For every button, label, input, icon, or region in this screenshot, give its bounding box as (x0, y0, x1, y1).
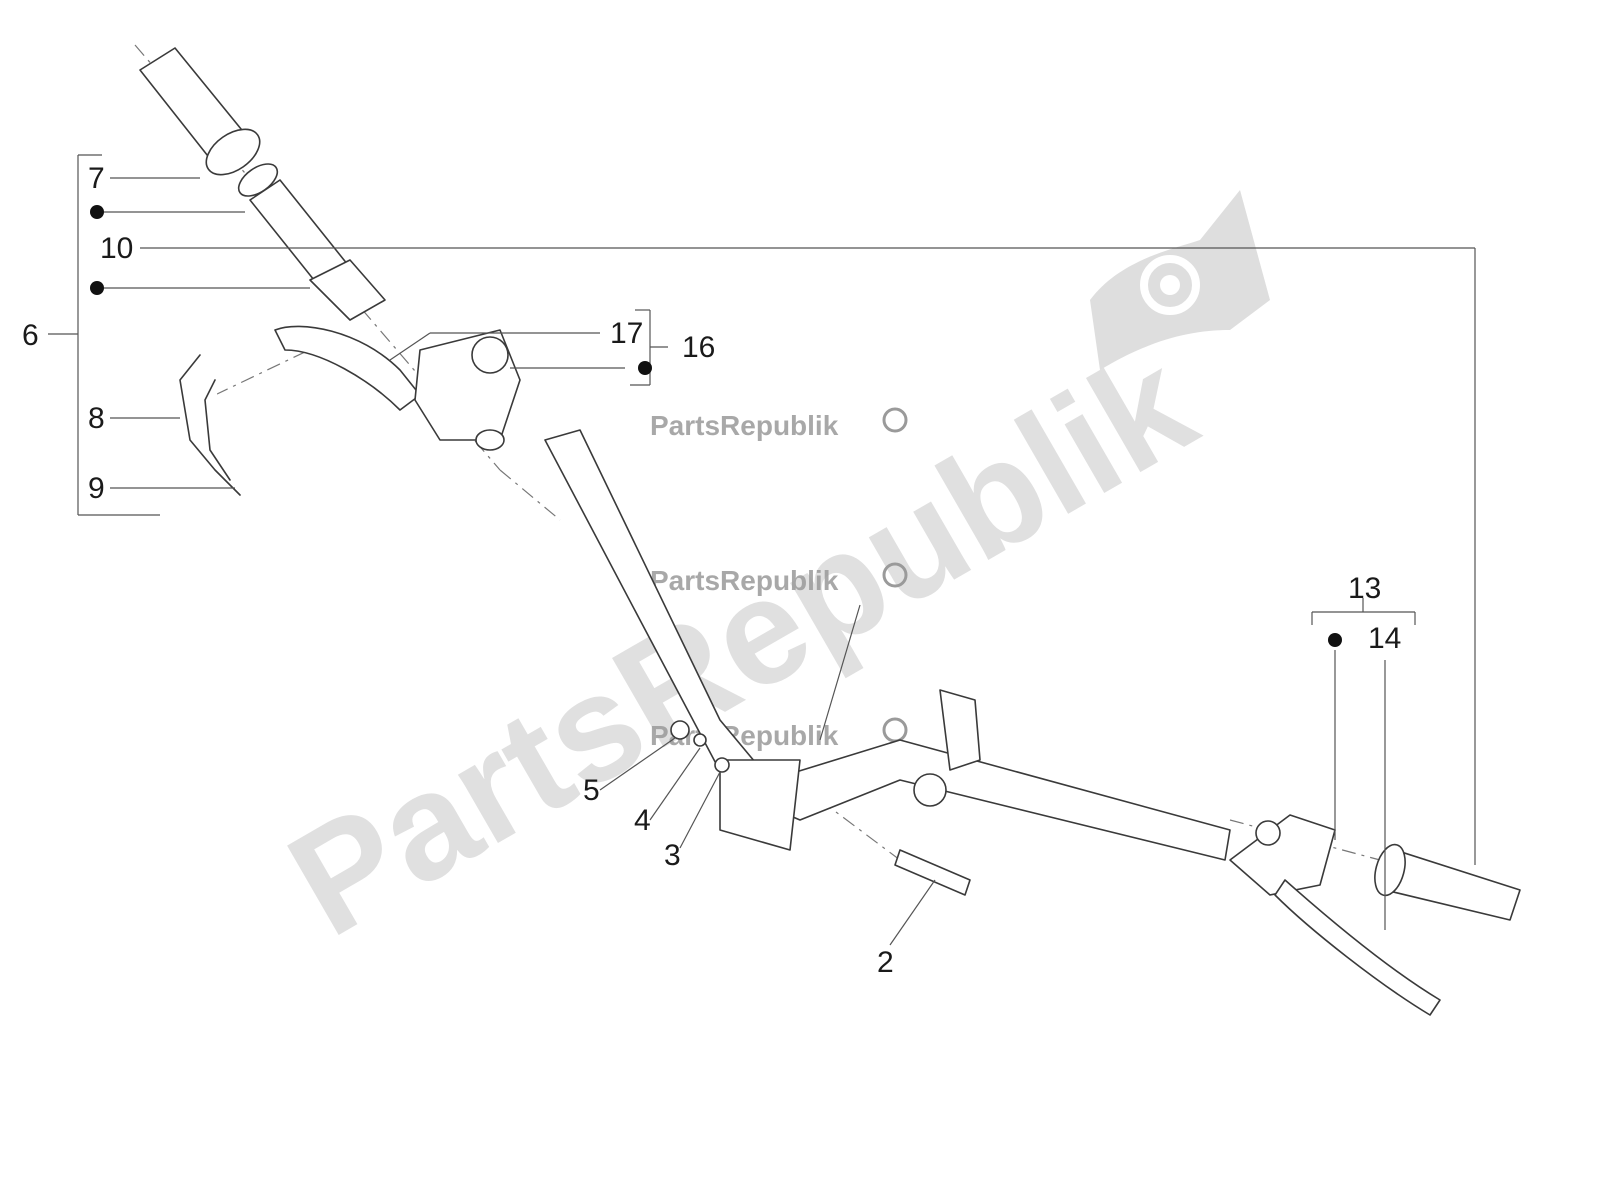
callout-5: 5 (583, 774, 600, 807)
callout-13: 13 (1348, 572, 1381, 605)
callout-16: 16 (682, 331, 715, 364)
gear-icon-1 (882, 407, 908, 433)
watermark-small-1: PartsRepublik (650, 410, 839, 441)
callout-4: 4 (634, 804, 651, 837)
gear-icon-2 (882, 562, 908, 588)
brake-master-cylinder (274, 325, 521, 451)
callout-6: 6 (22, 319, 39, 352)
callout-17: 17 (610, 317, 643, 350)
callout-labels: 7 10 6 8 9 17 16 5 4 3 2 13 14 (22, 162, 1401, 979)
bullet-dot (638, 361, 652, 375)
watermark: PartsRepublik PartsRepublik PartsRepubli… (262, 190, 1270, 968)
small-parts (670, 720, 971, 896)
callout-7: 7 (88, 162, 105, 195)
callout-2: 2 (877, 946, 894, 979)
gear-icon-3 (882, 717, 908, 743)
left-grip (139, 47, 279, 197)
callout-3: 3 (664, 839, 681, 872)
throttle-tube (249, 179, 386, 321)
callout-9: 9 (88, 472, 105, 505)
right-grip (1374, 843, 1521, 921)
watermark-flag-gear-icon (1090, 190, 1270, 370)
brake-hose (179, 354, 241, 496)
callout-8: 8 (88, 402, 105, 435)
bullet-dot (90, 205, 104, 219)
callout-14: 14 (1368, 622, 1401, 655)
bullet-dots (90, 205, 1342, 647)
leader-lines (48, 154, 1476, 946)
callout-10: 10 (100, 232, 133, 265)
bullet-dot (1328, 633, 1342, 647)
bullet-dot (90, 281, 104, 295)
right-lever-assembly (1229, 814, 1441, 1016)
watermark-small-2: PartsRepublik (650, 565, 839, 596)
